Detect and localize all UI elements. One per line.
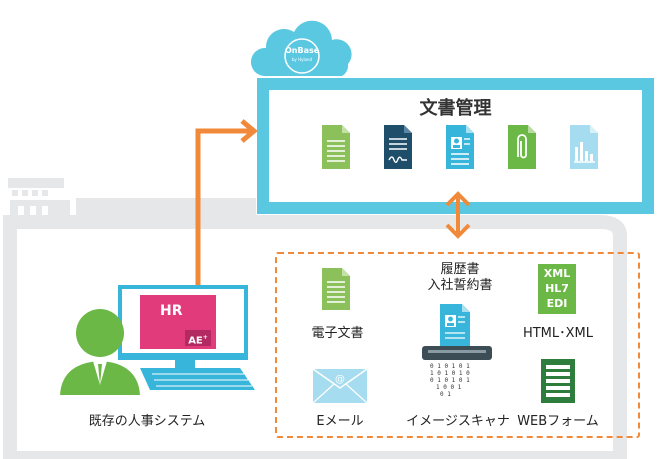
email-label: Eメール bbox=[316, 414, 364, 429]
document-management-title: 文書管理 bbox=[419, 98, 492, 119]
ae-badge: AE+ bbox=[185, 330, 211, 346]
hr-system-label: 既存の人事システム bbox=[88, 414, 206, 429]
xml-icon: XML HL7 EDI bbox=[538, 264, 576, 314]
chart-document-icon bbox=[570, 125, 598, 169]
image-scanner-icon bbox=[422, 304, 492, 360]
html-xml-label: HTML･XML bbox=[522, 326, 594, 341]
electronic-document-label: 電子文書 bbox=[311, 326, 364, 341]
email-envelope-icon: @ bbox=[312, 368, 368, 404]
text-document-icon bbox=[322, 125, 350, 169]
id-card-document-icon bbox=[446, 125, 474, 169]
binary-data: 0 1 0 1 0 1 1 0 1 0 1 0 0 1 0 1 0 1 1 0 … bbox=[430, 363, 480, 398]
hr-screen-title: HR bbox=[160, 303, 183, 319]
onbase-logo-subtext: by Hyland bbox=[291, 57, 313, 62]
ae-badge-plus: + bbox=[202, 334, 208, 341]
bidirectional-arrow bbox=[445, 191, 471, 239]
resume-label: 履歴書 入社誓約書 bbox=[427, 262, 493, 293]
xml-line: HL7 bbox=[545, 282, 569, 295]
svg-text:@: @ bbox=[335, 374, 345, 385]
onbase-cloud-icon bbox=[250, 20, 352, 76]
binary-line: 0 1 0 1 0 1 bbox=[430, 377, 470, 384]
hr-computer-illustration bbox=[60, 285, 255, 395]
web-form-label: WEBフォーム bbox=[517, 414, 599, 429]
onbase-logo-text: OnBase bbox=[285, 46, 320, 55]
binary-line: 1 0 1 0 1 0 bbox=[430, 370, 470, 377]
electronic-document-icon bbox=[322, 268, 350, 310]
xml-line: EDI bbox=[546, 297, 568, 310]
binary-line: 0 1 bbox=[440, 391, 451, 398]
binary-line: 1 0 0 1 bbox=[436, 384, 462, 391]
web-form-icon bbox=[541, 359, 575, 403]
signed-contract-icon bbox=[384, 125, 412, 169]
attachment-document-icon bbox=[508, 125, 536, 169]
hr-to-document-arrow bbox=[195, 119, 258, 285]
binary-line: 0 1 0 1 0 1 bbox=[430, 363, 470, 370]
document-icons-row bbox=[322, 125, 598, 169]
ae-badge-text: AE bbox=[188, 335, 203, 347]
input-sources-box bbox=[275, 252, 640, 438]
image-scanner-label: イメージスキャナ bbox=[406, 414, 510, 429]
xml-line: XML bbox=[543, 267, 571, 280]
